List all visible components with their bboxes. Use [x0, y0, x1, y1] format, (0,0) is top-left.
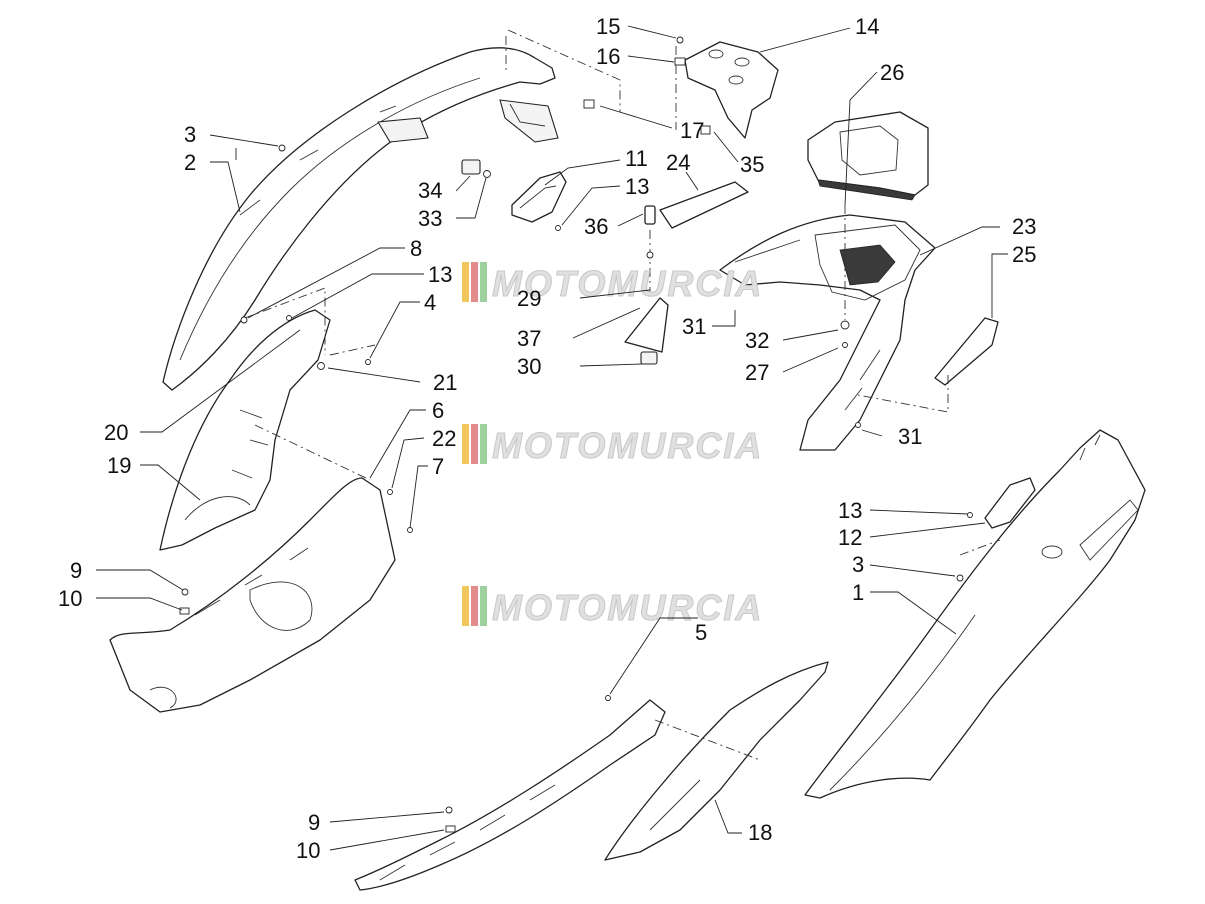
watermark-text: MOTOMURCIA: [492, 263, 763, 304]
watermark-text: MOTOMURCIA: [492, 587, 763, 628]
part-cap-12: [984, 477, 1036, 529]
callout-19: 19: [107, 453, 131, 478]
callout-17: 17: [680, 118, 704, 143]
callout-15: 15: [596, 14, 620, 39]
callout-33: 33: [418, 206, 442, 231]
part-inner-shield-19: [159, 309, 331, 551]
callout-24: 24: [666, 150, 690, 175]
callout-13: 13: [428, 262, 452, 287]
callout-30: 30: [517, 354, 541, 379]
part-strip-25: [934, 317, 999, 386]
callout-11: 11: [625, 146, 648, 171]
callout-14: 14: [855, 14, 879, 39]
callout-10: 10: [58, 586, 82, 611]
callout-21: 21: [433, 370, 457, 395]
watermark-text: MOTOMURCIA: [492, 425, 763, 466]
callout-31: 31: [682, 314, 706, 339]
callout-31: 31: [898, 424, 922, 449]
callout-22: 22: [432, 426, 456, 451]
watermark-1: MOTOMURCIA: [462, 262, 763, 305]
callout-3: 3: [184, 122, 196, 147]
callout-37: 37: [517, 326, 541, 351]
part-lower-strip-18: [604, 661, 829, 861]
part-top-bracket-14: [684, 41, 779, 139]
callout-23: 23: [1012, 214, 1036, 239]
callout-25: 25: [1012, 242, 1036, 267]
callout-2: 2: [184, 150, 196, 175]
callout-16: 16: [596, 44, 620, 69]
callout-8: 8: [410, 236, 422, 261]
part-clip-34: [461, 159, 491, 178]
callout-4: 4: [424, 290, 436, 315]
fasteners: [179, 36, 973, 833]
watermark-3: MOTOMURCIA: [462, 586, 763, 629]
part-lower-left-panel: [109, 477, 396, 713]
watermark-2: MOTOMURCIA: [462, 424, 763, 467]
callout-6: 6: [432, 398, 444, 423]
part-lower-strip-5: [354, 699, 666, 891]
callout-13: 13: [625, 174, 649, 199]
callout-35: 35: [740, 152, 764, 177]
part-bracket-11: [511, 171, 567, 223]
leader-lines: [96, 25, 1008, 851]
assembly-lines: [244, 29, 1001, 761]
part-carrier-23: [719, 214, 936, 451]
part-post-29: [624, 205, 669, 365]
part-right-side-panel: [804, 429, 1146, 799]
callout-12: 12: [838, 525, 862, 550]
callout-36: 36: [584, 214, 608, 239]
callout-34: 34: [418, 178, 442, 203]
callout-9: 9: [70, 558, 82, 583]
part-backrest-26: [807, 111, 929, 201]
callout-10: 10: [296, 838, 320, 863]
callout-13: 13: [838, 498, 862, 523]
callout-32: 32: [745, 328, 769, 353]
callout-labels: 15 16 14 26 17 35 11 13 24 3 2 34 33 36 …: [58, 14, 1036, 863]
callout-1: 1: [852, 580, 864, 605]
callout-26: 26: [880, 60, 904, 85]
callout-9: 9: [308, 810, 320, 835]
callout-29: 29: [517, 286, 541, 311]
part-upper-side-cowl: [162, 47, 559, 391]
callout-5: 5: [695, 620, 707, 645]
callout-27: 27: [745, 360, 769, 385]
callout-18: 18: [748, 820, 772, 845]
part-strip-24: [659, 181, 749, 229]
callout-7: 7: [432, 454, 444, 479]
callout-20: 20: [104, 420, 128, 445]
callout-3: 3: [852, 552, 864, 577]
